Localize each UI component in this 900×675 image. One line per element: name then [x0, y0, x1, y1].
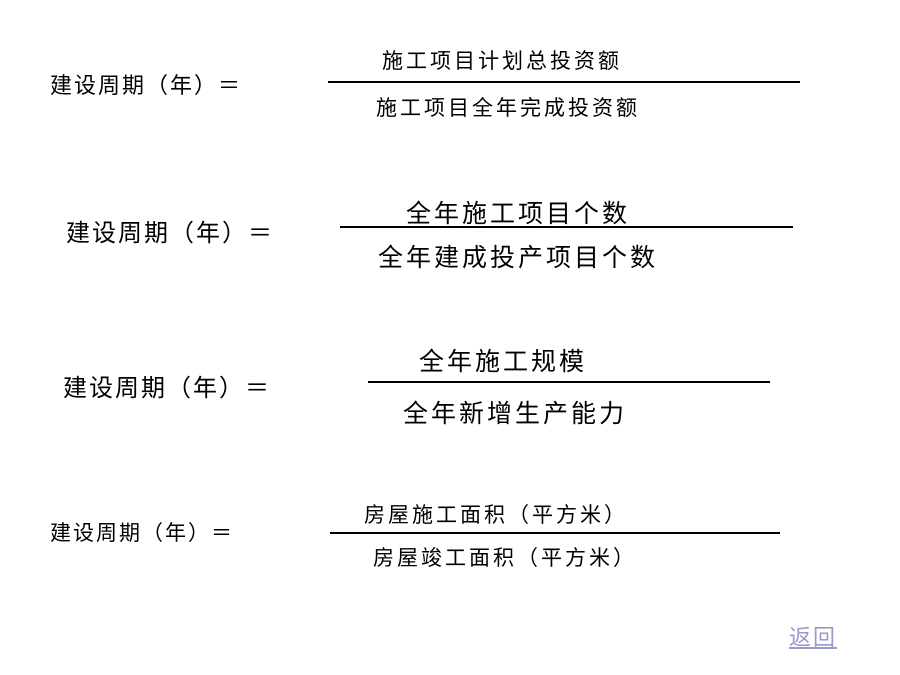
formula-denominator: 全年建成投产项目个数: [378, 243, 659, 272]
fraction-bar: [368, 381, 770, 383]
formula-denominator: 施工项目全年完成投资额: [376, 96, 640, 120]
formula-construction-cycle-scale: 建设周期（年）＝ 全年施工规模 全年新增生产能力: [0, 340, 900, 430]
formula-numerator: 房屋施工面积（平方米）: [364, 503, 628, 527]
formula-numerator: 施工项目计划总投资额: [382, 49, 622, 73]
formula-left-side: 建设周期（年）＝: [50, 521, 234, 545]
fraction-bar: [328, 81, 800, 83]
back-link[interactable]: 返回: [789, 626, 838, 651]
formula-construction-cycle-investment: 建设周期（年）＝ 施工项目计划总投资额 施工项目全年完成投资额: [0, 40, 900, 130]
fraction-bar: [340, 226, 793, 228]
fraction-bar: [330, 532, 780, 534]
formula-left-side: 建设周期（年）＝: [66, 219, 274, 247]
formula-left-side: 建设周期（年）＝: [50, 74, 243, 99]
formula-denominator: 房屋竣工面积（平方米）: [373, 546, 637, 570]
formula-numerator: 全年施工项目个数: [406, 199, 631, 228]
formula-numerator: 全年施工规模: [419, 347, 588, 376]
formula-left-side: 建设周期（年）＝: [63, 374, 271, 402]
formula-construction-cycle-project-count: 建设周期（年）＝ 全年施工项目个数 全年建成投产项目个数: [0, 190, 900, 280]
formula-construction-cycle-floor-area: 建设周期（年）＝ 房屋施工面积（平方米） 房屋竣工面积（平方米）: [0, 495, 900, 585]
formula-denominator: 全年新增生产能力: [403, 399, 628, 428]
